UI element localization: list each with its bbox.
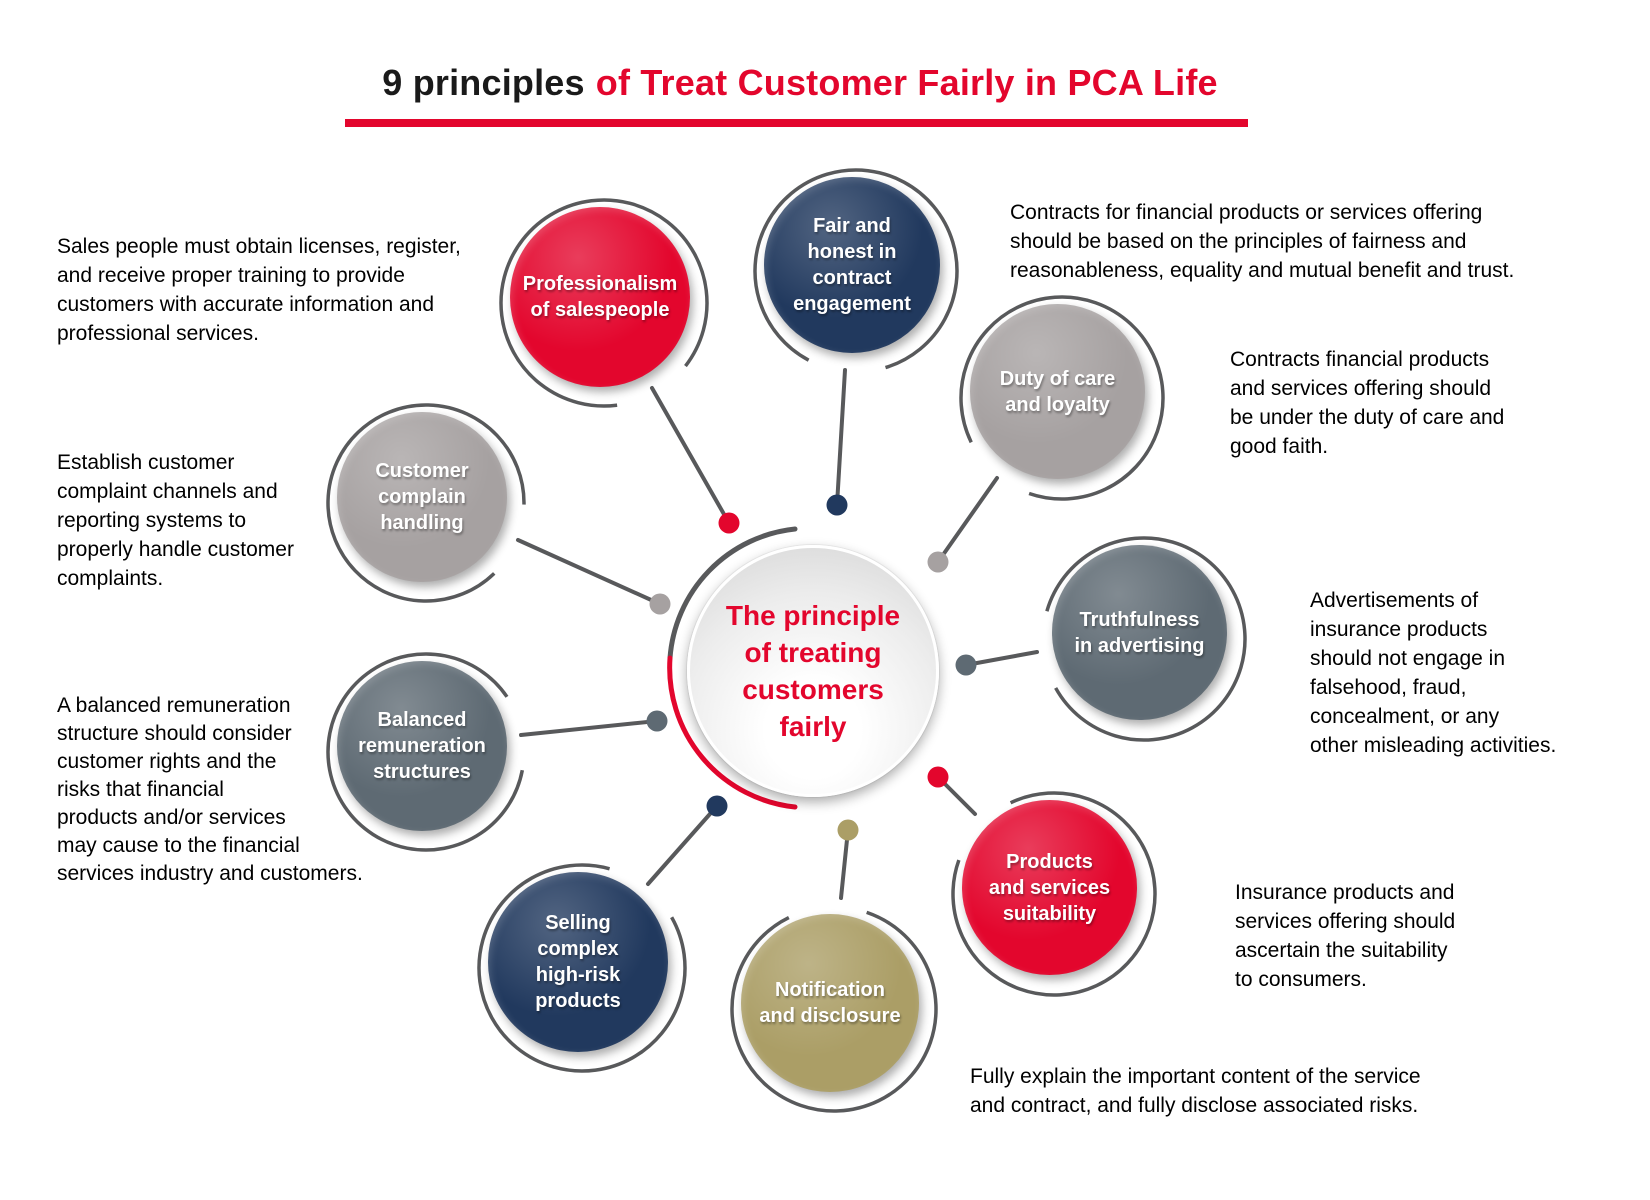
connector-line-fair-honest xyxy=(835,368,847,507)
satellite-label: Balanced remuneration structures xyxy=(358,709,486,783)
satellite-balanced-remuneration: Balanced remuneration structures xyxy=(337,661,507,831)
page-title: 9 principles of Treat Customer Fairly in… xyxy=(300,62,1300,104)
center-arc-lower xyxy=(667,655,798,810)
desc-fair-honest: Contracts for financial products or serv… xyxy=(1010,201,1515,282)
center-label: The principle of treating customers fair… xyxy=(725,600,901,742)
ring-duty-care xyxy=(959,295,1165,501)
desc-professionalism: Sales people must obtain licenses, regis… xyxy=(57,235,461,345)
dot-customer-complain xyxy=(649,593,671,615)
satellite-fair-honest: Fair and honest in contract engagement xyxy=(764,177,940,353)
satellite-label: Customer complain handling xyxy=(375,460,469,534)
satellite-label: Selling complex high-risk products xyxy=(535,912,621,1012)
ring-selling-complex xyxy=(477,863,687,1073)
satellite-products-suitability: Products and services suitability xyxy=(962,800,1137,975)
desc-truthfulness: Advertisements of insurance products sho… xyxy=(1310,589,1557,757)
dot-products-suitability xyxy=(927,766,949,788)
satellite-label: Products and services suitability xyxy=(988,850,1111,925)
dot-selling-complex xyxy=(706,795,728,817)
connector-line-duty-care xyxy=(936,476,999,564)
ring-professionalism xyxy=(499,198,709,408)
satellite-label: Duty of care and loyalty xyxy=(999,367,1116,416)
connector-line-selling-complex xyxy=(646,804,719,886)
satellite-customer-complain: Customer complain handling xyxy=(337,412,507,582)
satellite-label: Professionalism of salespeople xyxy=(522,273,678,321)
satellite-duty-care: Duty of care and loyalty xyxy=(970,304,1145,479)
connector-line-notification xyxy=(839,828,850,900)
dot-notification xyxy=(837,819,859,841)
satellite-label: Notification and disclosure xyxy=(759,979,901,1027)
desc-duty-care: Contracts financial products and service… xyxy=(1230,348,1505,458)
dot-fair-honest xyxy=(826,494,848,516)
connector-line-truthfulness xyxy=(964,650,1039,667)
desc-customer-complain: Establish customer complaint channels an… xyxy=(57,451,294,590)
connector-line-balanced-remuneration xyxy=(519,719,659,737)
desc-products-suitability: Insurance products and services offering… xyxy=(1235,881,1456,991)
ring-customer-complain xyxy=(326,403,526,603)
connector-line-customer-complain xyxy=(516,538,662,606)
title-highlight: of Treat Customer Fairly in PCA Life xyxy=(595,62,1218,103)
connector-dots xyxy=(646,494,977,841)
satellite-truthfulness: Truthfulness in advertising xyxy=(1052,545,1227,720)
satellite-notification: Notification and disclosure xyxy=(741,914,919,1092)
desc-balanced-remuneration: A balanced remuneration structure should… xyxy=(57,694,363,885)
title-underline xyxy=(345,119,1248,127)
dot-balanced-remuneration xyxy=(646,710,668,732)
satellite-label: Truthfulness in advertising xyxy=(1074,608,1205,657)
satellite-label: Fair and honest in contract engagement xyxy=(793,215,911,315)
dot-truthfulness xyxy=(955,654,977,676)
desc-notification: Fully explain the important content of t… xyxy=(970,1065,1421,1117)
ring-notification xyxy=(730,905,938,1113)
dot-duty-care xyxy=(927,551,949,573)
center-arc-upper xyxy=(667,526,798,661)
ring-balanced-remuneration xyxy=(326,652,526,852)
satellite-professionalism: Professionalism of salespeople xyxy=(510,207,690,387)
title-prefix: 9 principles xyxy=(382,62,585,103)
connector-line-professionalism xyxy=(650,386,731,525)
satellite-selling-complex: Selling complex high-risk products xyxy=(488,872,668,1052)
dot-professionalism xyxy=(718,512,740,534)
center-circle: The principle of treating customers fair… xyxy=(687,545,939,797)
ring-products-suitability xyxy=(951,791,1157,997)
ring-truthfulness xyxy=(1041,536,1247,742)
